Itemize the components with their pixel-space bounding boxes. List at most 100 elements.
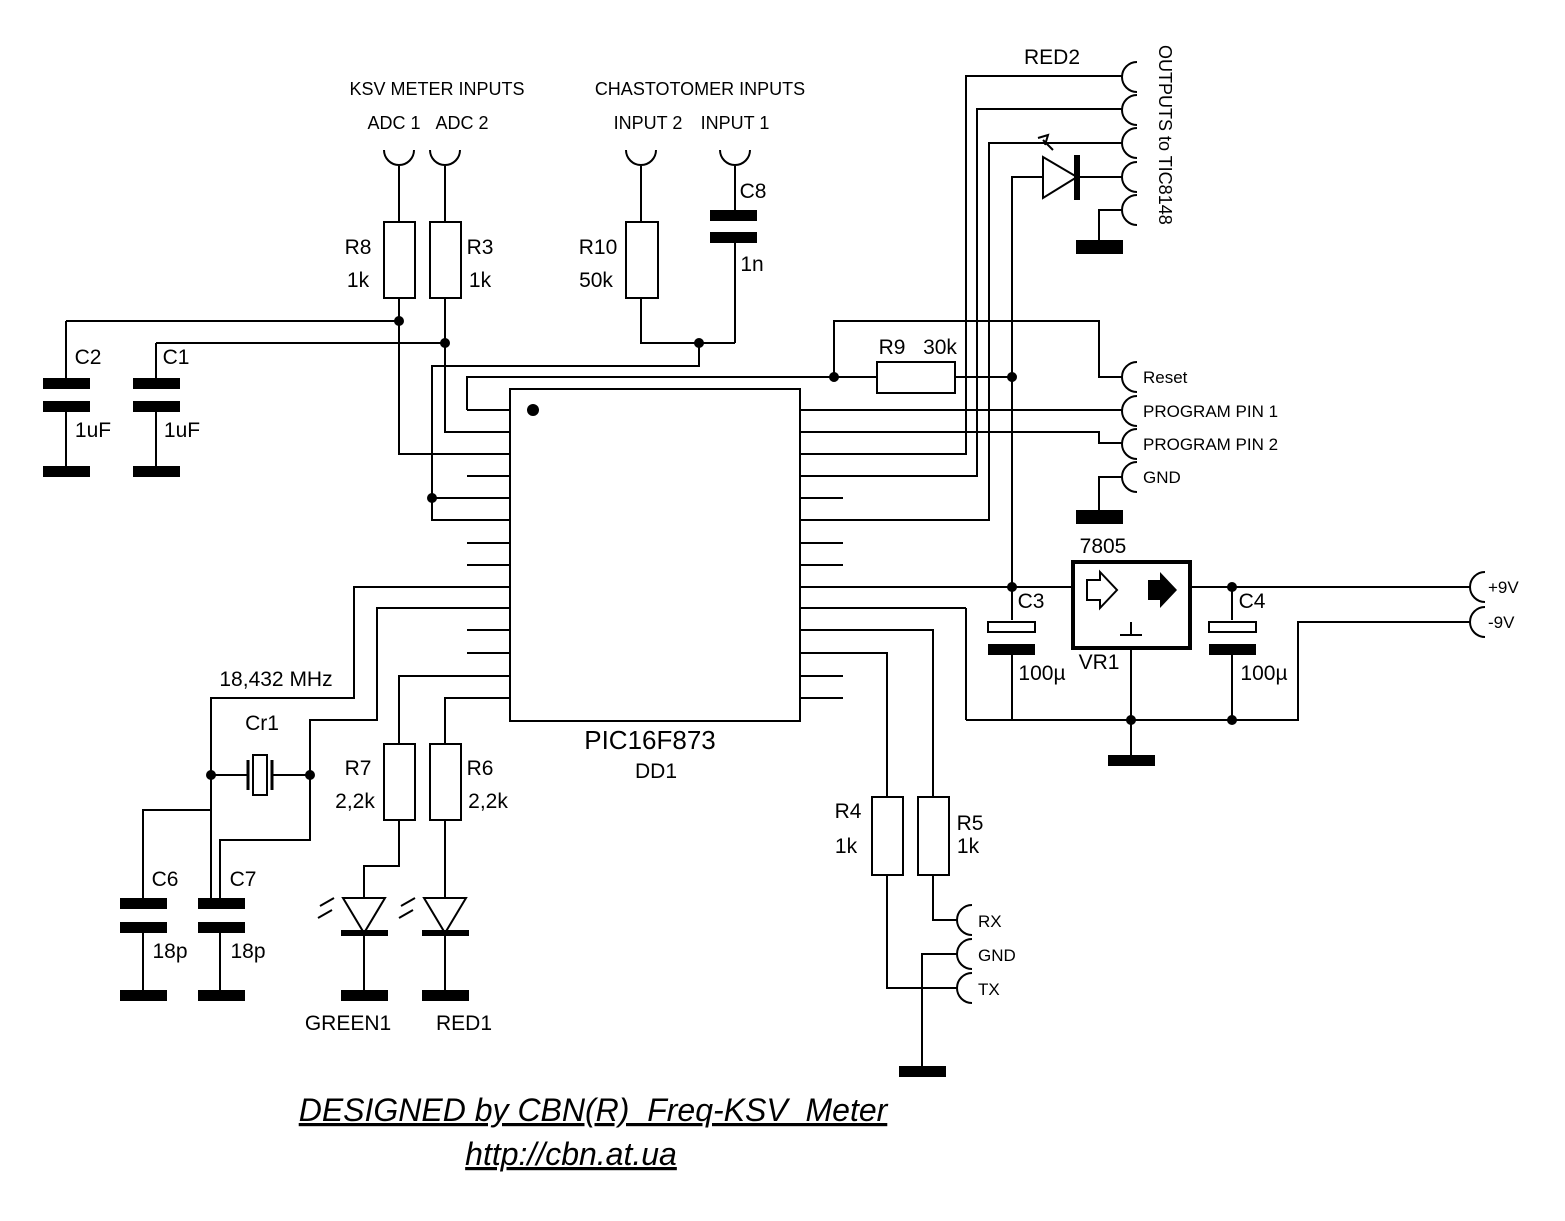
- input1-jack: [719, 149, 751, 166]
- c7-name: C7: [230, 868, 257, 891]
- ground-icon: [1108, 755, 1155, 766]
- labels: KSV METER INPUTS ADC 1 ADC 2 CHASTOTOMER…: [75, 45, 1520, 1172]
- outputs-title: OUTPUTS to TIC8148: [1155, 45, 1175, 225]
- c8-name: C8: [740, 180, 767, 203]
- program-jacks: [1121, 361, 1138, 493]
- ground-icon: [133, 466, 180, 477]
- r10-value: 50k: [579, 269, 613, 292]
- light-arrow-icon: [1037, 133, 1054, 151]
- r3-value: 1k: [469, 269, 492, 292]
- c8-value: 1n: [740, 253, 763, 276]
- resistor-r4: [871, 796, 904, 876]
- red1-label: RED1: [436, 1012, 492, 1035]
- credit-url: http://cbn.at.ua: [465, 1136, 677, 1172]
- light-arrow-icon: [317, 897, 335, 919]
- r5-value: 1k: [957, 835, 980, 858]
- ground-icon: [899, 1066, 946, 1077]
- ground-icon: [422, 990, 469, 1001]
- r6-value: 2,2k: [468, 790, 508, 813]
- ground-icon: [43, 466, 90, 477]
- c1-value: 1uF: [164, 419, 200, 442]
- ground-icon: [120, 990, 167, 1001]
- capacitor-c8: [710, 210, 757, 243]
- serial-jacks: [956, 904, 973, 1004]
- crystal-cr1: [246, 754, 274, 796]
- resistor-r8: [383, 221, 416, 299]
- wires: [65, 75, 1470, 1066]
- serial-rx-label: RX: [978, 912, 1002, 931]
- resistor-r6: [429, 743, 462, 821]
- r8-name: R8: [345, 236, 372, 259]
- resistor-r10: [625, 221, 659, 299]
- r10-name: R10: [579, 236, 618, 259]
- serial-tx-label: TX: [978, 980, 1000, 999]
- capacitor-c7: [198, 898, 245, 933]
- crystal-name-label: Cr1: [245, 712, 279, 735]
- led-red1: [398, 897, 469, 936]
- serial-gnd-label: GND: [978, 946, 1016, 965]
- resistor-r3: [429, 221, 462, 299]
- program-reset-label: Reset: [1143, 368, 1188, 387]
- regulator-ground-tick: [1120, 622, 1142, 636]
- ground-symbols: [43, 240, 1155, 1077]
- light-arrow-icon: [398, 897, 416, 919]
- ground-icon: [341, 990, 388, 1001]
- program-pin2-label: PROGRAM PIN 2: [1143, 435, 1278, 454]
- r7-value: 2,2k: [335, 790, 375, 813]
- led-green1: [317, 897, 388, 936]
- capacitor-c6: [120, 898, 167, 933]
- junction-dots: [206, 316, 1237, 780]
- red2-label: RED2: [1024, 46, 1080, 69]
- r8-value: 1k: [347, 269, 370, 292]
- arrow-out-icon: [1148, 572, 1177, 608]
- ground-icon: [1076, 510, 1123, 524]
- adc2-label: ADC 2: [435, 113, 488, 133]
- green1-label: GREEN1: [305, 1012, 391, 1035]
- adc1-jack: [383, 149, 415, 166]
- r3-name: R3: [467, 236, 494, 259]
- r7-name: R7: [345, 757, 372, 780]
- capacitor-c1: [133, 378, 180, 412]
- mcu-type-label: PIC16F873: [584, 725, 716, 755]
- c7-value: 18p: [230, 940, 265, 963]
- c2-value: 1uF: [75, 419, 111, 442]
- input-jacks: [383, 149, 751, 166]
- ground-icon: [1076, 240, 1123, 254]
- mcu-right-pins: [800, 409, 843, 699]
- crystal-freq-label: 18,432 MHz: [219, 668, 332, 691]
- c3-value: 100µ: [1018, 662, 1065, 685]
- c3-name: C3: [1018, 590, 1045, 613]
- output-jacks: [1121, 61, 1138, 226]
- r9-name: R9: [879, 336, 906, 359]
- r4-value: 1k: [835, 835, 858, 858]
- arrow-in-icon: [1086, 569, 1119, 611]
- mcu-ref-label: DD1: [635, 760, 677, 783]
- capacitor-c2: [43, 378, 90, 412]
- leds: [317, 133, 1080, 936]
- capacitors: [43, 210, 1257, 933]
- mcu-pic16f873: PIC16F873 DD1: [467, 388, 843, 783]
- program-gnd-label: GND: [1143, 468, 1181, 487]
- resistor-r7: [383, 743, 416, 821]
- r6-name: R6: [467, 757, 494, 780]
- power-plus-label: +9V: [1488, 578, 1519, 597]
- c6-name: C6: [152, 868, 179, 891]
- capacitor-c3: [987, 621, 1036, 655]
- power-minus-label: -9V: [1488, 613, 1515, 632]
- input1-label: INPUT 1: [701, 113, 770, 133]
- r5-name: R5: [957, 812, 984, 835]
- mcu-left-pins: [467, 409, 510, 699]
- vr1-type-label: 7805: [1080, 535, 1127, 558]
- c4-name: C4: [1239, 590, 1266, 613]
- led-red2: [1037, 133, 1080, 200]
- resistor-r9: [876, 361, 956, 394]
- program-pin1-label: PROGRAM PIN 1: [1143, 402, 1278, 421]
- adc2-jack: [429, 149, 461, 166]
- input2-label: INPUT 2: [614, 113, 683, 133]
- credit-title: DESIGNED by CBN(R) Freq-KSV_Meter: [299, 1092, 889, 1128]
- capacitor-c4: [1208, 621, 1257, 655]
- c4-value: 100µ: [1240, 662, 1287, 685]
- c6-value: 18p: [152, 940, 187, 963]
- chastotomer-inputs-title: CHASTOTOMER INPUTS: [595, 79, 805, 99]
